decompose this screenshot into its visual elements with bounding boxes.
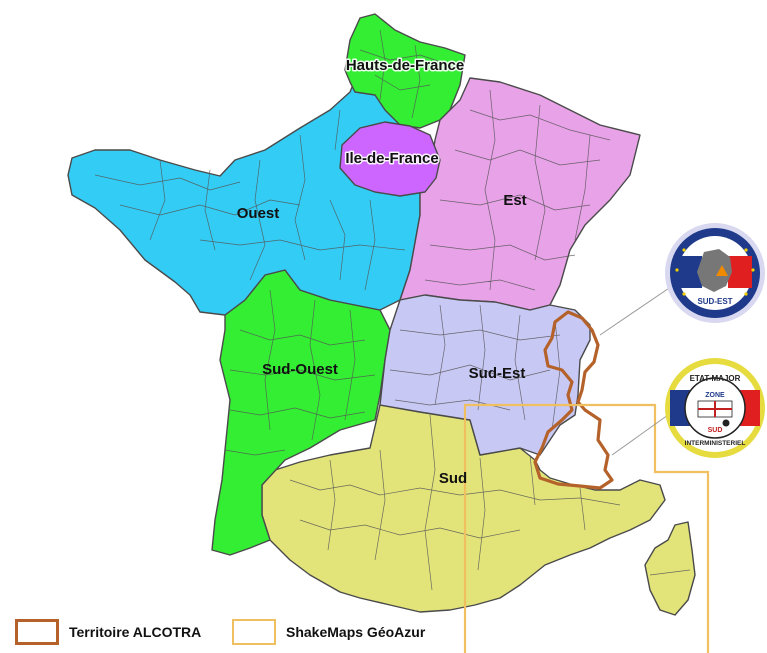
label-sud: Sud	[439, 470, 467, 487]
legend-item-shakemaps: ShakeMaps GéoAzur	[232, 617, 425, 647]
region-hauts-de-france[interactable]	[344, 13, 466, 129]
label-sud-ouest: Sud-Ouest	[262, 361, 338, 378]
warning-triangle-icon	[716, 265, 728, 276]
france-silhouette-icon	[697, 249, 732, 292]
alcotra-territory-outline	[533, 310, 614, 490]
region-corse[interactable]	[644, 521, 696, 616]
legend-label-shakemaps: ShakeMaps GéoAzur	[286, 624, 426, 640]
badge-zone-sud-est: SUD-EST	[664, 222, 766, 324]
badge-sud-est-text: SUD-EST	[697, 297, 732, 306]
department-borders	[94, 29, 691, 591]
svg-text:Hauts-de-France: Hauts-de-France	[346, 57, 464, 74]
label-ouest: Ouest	[237, 205, 280, 222]
region-sud-est[interactable]	[379, 294, 591, 456]
map-legend: Territoire ALCOTRA ShakeMaps GéoAzur	[0, 612, 767, 652]
leader-line-sud-est	[599, 281, 679, 336]
legend-swatch-shakemaps	[232, 619, 276, 645]
badge-sud-line4: INTERMINISTERIEL	[685, 440, 746, 447]
legend-label-alcotra: Territoire ALCOTRA	[69, 624, 202, 640]
label-hauts-de-france: Hauts-de-France	[346, 57, 464, 74]
badge-sud-line2: ZONE	[705, 392, 725, 399]
corsica-head-icon	[722, 419, 730, 427]
label-est: Est	[503, 192, 526, 209]
shakemaps-coverage-outline	[463, 403, 710, 653]
label-sud-est: Sud-Est	[469, 365, 526, 382]
badge-sud-line1: ETAT-MAJOR	[690, 374, 741, 383]
legend-swatch-alcotra	[15, 619, 59, 645]
label-ile-de-france: Ile-de-France	[345, 150, 438, 167]
legend-item-alcotra: Territoire ALCOTRA	[15, 617, 201, 647]
badge-sud-line3: SUD	[708, 427, 723, 434]
svg-text:Ile-de-France: Ile-de-France	[345, 150, 438, 167]
region-ile-de-france[interactable]	[339, 121, 441, 197]
region-labels: Hauts-de-France Hauts-de-France Ile-de-F…	[237, 56, 527, 488]
badge-zone-sud: ETAT-MAJOR ZONE SUD INTERMINISTERIEL	[664, 357, 766, 459]
region-est[interactable]	[399, 77, 641, 311]
